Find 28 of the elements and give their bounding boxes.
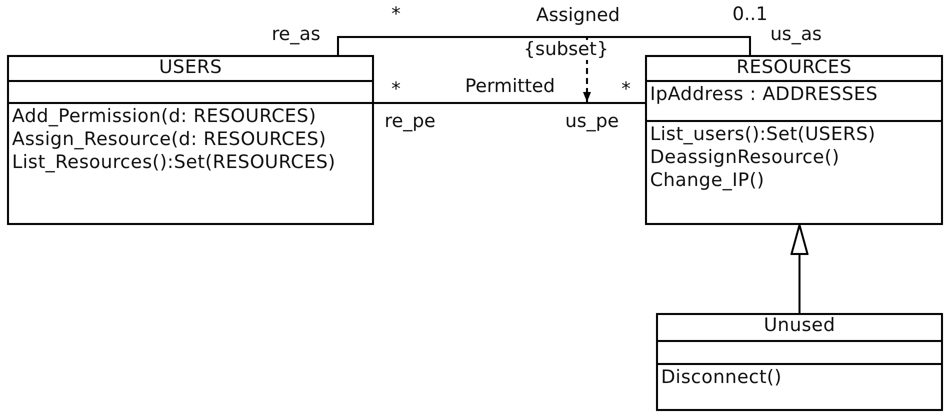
- multiplicity-label: us_pe: [564, 112, 620, 132]
- association-line: [337, 36, 751, 55]
- multiplicity-label: 0..1: [731, 5, 769, 25]
- constraint-label: {subset}: [522, 40, 610, 60]
- class-name: RESOURCES: [735, 57, 853, 78]
- member-text: DeassignResource(): [650, 146, 841, 169]
- multiplicity-label: *: [390, 80, 402, 100]
- member-text: IpAddress : ADDRESSES: [650, 83, 879, 106]
- multiplicity-label: re_as: [270, 25, 322, 45]
- edge-label: Permitted: [464, 77, 556, 97]
- member-text: Change_IP(): [650, 169, 766, 192]
- class-box: [656, 313, 943, 411]
- multiplicity-label: *: [390, 5, 402, 25]
- member-text: Assign_Resource(d: RESOURCES): [12, 128, 328, 151]
- multiplicity-label: re_pe: [384, 112, 436, 132]
- generalization-arrow: [790, 224, 808, 313]
- multiplicity-label: us_as: [769, 25, 823, 45]
- multiplicity-label: *: [620, 80, 632, 100]
- association-line: [374, 102, 645, 104]
- class-name: USERS: [158, 57, 224, 78]
- class-name: Unused: [762, 315, 836, 336]
- class-box: [645, 55, 943, 225]
- member-text: Disconnect(): [661, 366, 783, 389]
- member-text: Add_Permission(d: RESOURCES): [12, 105, 318, 128]
- member-text: List_users():Set(USERS): [650, 123, 877, 146]
- class-box: [7, 55, 374, 225]
- member-text: List_Resources():Set(RESOURCES): [12, 151, 337, 174]
- edge-label: Assigned: [535, 6, 621, 26]
